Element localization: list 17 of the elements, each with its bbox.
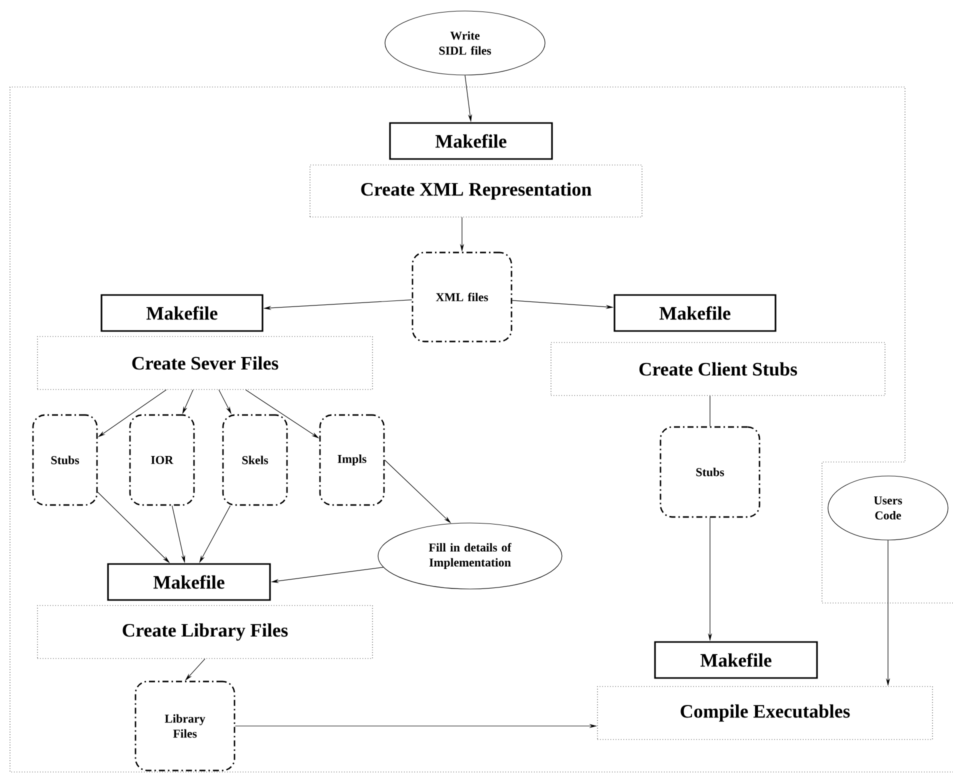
process-box: Create Library Files bbox=[37, 605, 373, 659]
makefile-box: Makefile bbox=[614, 294, 776, 332]
file-box: IOR bbox=[129, 414, 195, 506]
process-box: Create XML Representation bbox=[310, 164, 642, 218]
file-box: Library Files bbox=[134, 680, 236, 772]
file-box: Stubs bbox=[32, 414, 98, 506]
process-box: Compile Executables bbox=[597, 686, 933, 740]
process-box: Create Client Stubs bbox=[550, 342, 886, 396]
makefile-box: Makefile bbox=[100, 294, 264, 332]
makefile-box: Makefile bbox=[389, 122, 553, 160]
makefile-box: Makefile bbox=[107, 563, 271, 601]
makefile-box: Makefile bbox=[654, 641, 818, 679]
file-box: Impls bbox=[319, 414, 385, 506]
file-box: Skels bbox=[222, 414, 288, 506]
file-box: XML files bbox=[412, 252, 512, 342]
file-box: Stubs bbox=[660, 426, 760, 518]
process-box: Create Sever Files bbox=[37, 336, 373, 390]
